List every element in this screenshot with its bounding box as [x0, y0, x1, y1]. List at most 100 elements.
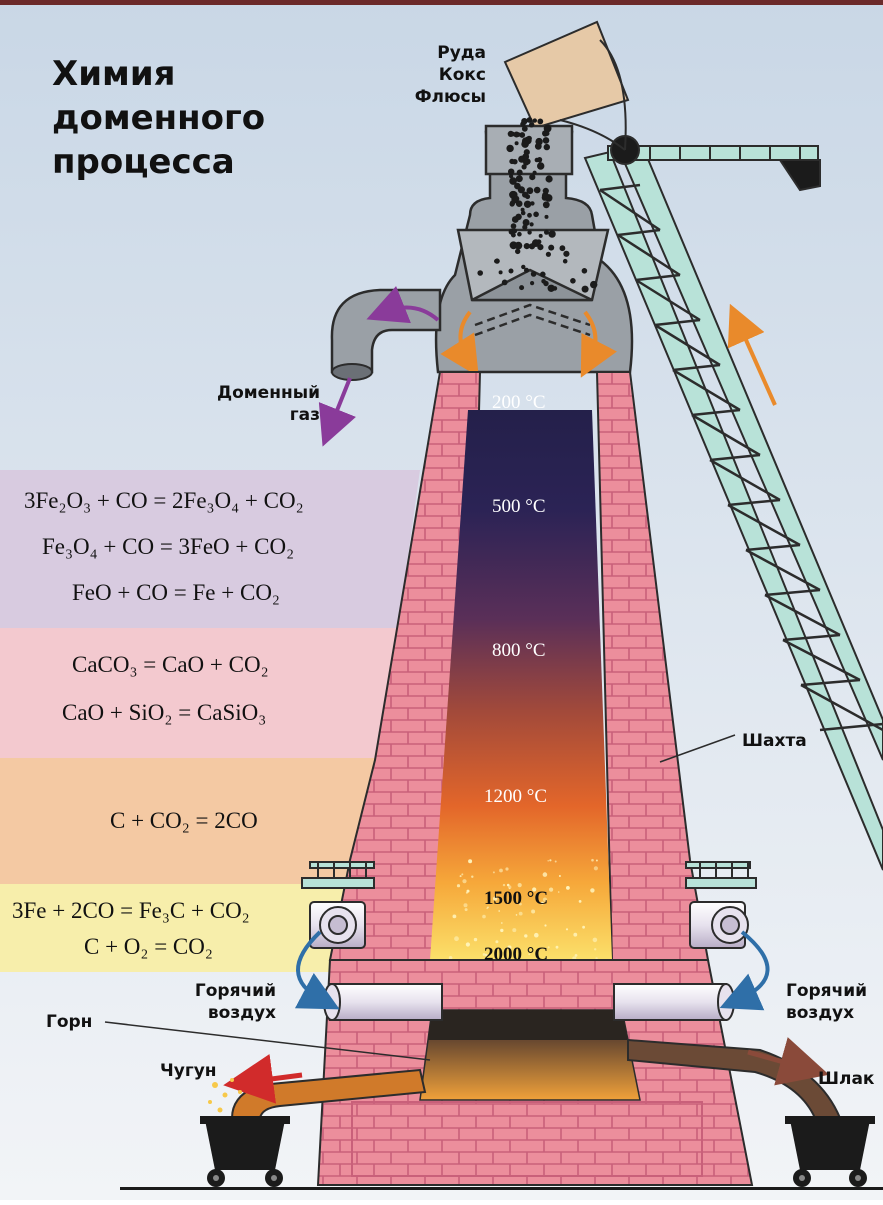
pellet: [542, 201, 550, 209]
pellet: [581, 285, 589, 293]
spark: [574, 954, 578, 957]
pellet: [530, 201, 535, 206]
equation-coke-combustion: C + O₂ = CO₂: [84, 934, 213, 959]
spark: [482, 914, 486, 919]
pellet: [529, 174, 536, 181]
label-ore: Руда: [437, 43, 486, 63]
pellet: [537, 162, 545, 170]
pellet: [515, 175, 523, 183]
spark: [547, 860, 549, 862]
pellet: [523, 243, 530, 250]
spark: [492, 871, 495, 874]
pellet: [494, 258, 500, 264]
label-coke: Кокс: [438, 65, 486, 85]
pellet: [516, 169, 523, 176]
pellet: [515, 248, 521, 255]
temp-500: 500 °C: [492, 496, 546, 517]
pellet: [514, 182, 521, 190]
spark: [558, 875, 561, 877]
bustle-platforms: [301, 861, 757, 889]
spark: [471, 875, 474, 878]
spark: [573, 932, 578, 937]
temp-800: 800 °C: [492, 640, 546, 661]
spark: [578, 900, 582, 903]
pellet: [533, 211, 539, 218]
spark: [505, 867, 509, 871]
temp-1500: 1500 °C: [484, 888, 549, 909]
iron-ladle-car: [200, 1116, 290, 1187]
diagram-title: Химия доменного процесса: [52, 52, 265, 184]
gas-flow-arrow-left: [440, 310, 479, 377]
spark: [512, 928, 517, 933]
spark: [540, 901, 544, 905]
spark: [595, 859, 598, 862]
spark: [508, 885, 512, 889]
pellet: [590, 280, 598, 289]
pellet: [530, 281, 535, 286]
pellet: [541, 279, 546, 284]
label-gas-line-1: Доменный: [216, 383, 320, 403]
title-line-2: доменного: [52, 98, 266, 138]
gas-flow-arrow-right: [580, 310, 617, 378]
equation-hematite-reduction: 3Fe₂O₃ + CO = 2Fe₃O₄ + CO₂: [24, 488, 304, 513]
hearth-label: Горн: [46, 1012, 93, 1032]
band-combustion: [0, 884, 362, 972]
skip-incline: [583, 135, 883, 871]
spark: [532, 887, 537, 892]
slag-ladle-car: [785, 1116, 875, 1187]
pellet: [545, 175, 553, 183]
equation-magnetite-reduction: Fe₃O₄ + CO = 3FeO + CO₂: [42, 534, 295, 559]
spark: [524, 934, 528, 938]
pellet: [523, 200, 532, 208]
pellet: [562, 258, 568, 264]
title-line-1: Химия: [52, 54, 176, 94]
spark: [500, 928, 504, 933]
equation-slag-formation: CaO + SiO₂ = CaSiO₃: [62, 700, 267, 725]
hot-air-left-line-1: Горячий: [194, 981, 276, 1001]
pellet: [520, 207, 525, 212]
band-reduction: [0, 470, 420, 628]
spark: [448, 956, 453, 960]
pellet: [512, 159, 518, 165]
pellet: [530, 271, 537, 277]
hot-air-right-line-1: Горячий: [786, 981, 868, 1001]
pellet: [542, 187, 549, 194]
pellet: [509, 200, 516, 206]
spark: [468, 859, 473, 864]
pellet: [548, 230, 556, 238]
pellet: [545, 251, 552, 257]
pellet: [510, 223, 517, 229]
pellet: [547, 284, 555, 292]
spark: [554, 860, 557, 863]
spark: [592, 937, 598, 943]
spark: [549, 887, 554, 892]
pellet: [513, 195, 520, 202]
pellet: [544, 229, 549, 235]
spark: [495, 940, 499, 944]
pellet: [543, 124, 552, 133]
slag-label: Шлак: [818, 1069, 875, 1089]
pellet: [535, 137, 543, 146]
pellet: [519, 285, 525, 291]
pellet: [521, 125, 528, 132]
pellet: [548, 244, 555, 251]
spark: [528, 953, 531, 956]
equation-limestone-decomposition: CaCO₃ = CaO + CO₂: [72, 652, 269, 677]
spark: [484, 953, 488, 957]
pellet: [537, 244, 544, 251]
pellet: [538, 233, 543, 238]
spark: [542, 897, 548, 902]
equation-cementite: 3Fe + 2CO = Fe₃C + CO₂: [12, 898, 250, 923]
pellet: [508, 268, 514, 274]
pellet: [528, 243, 536, 250]
sparks: [448, 858, 599, 961]
blast-gas-label: Доменный газ: [194, 382, 320, 426]
hearth-leader-line: [104, 1021, 431, 1061]
slag-flow-arrow: [747, 1037, 830, 1086]
equation-wustite-reduction: FeO + CO = Fe + CO₂: [72, 580, 280, 605]
pellet: [526, 117, 533, 123]
spark: [590, 888, 595, 893]
spark: [463, 903, 468, 908]
